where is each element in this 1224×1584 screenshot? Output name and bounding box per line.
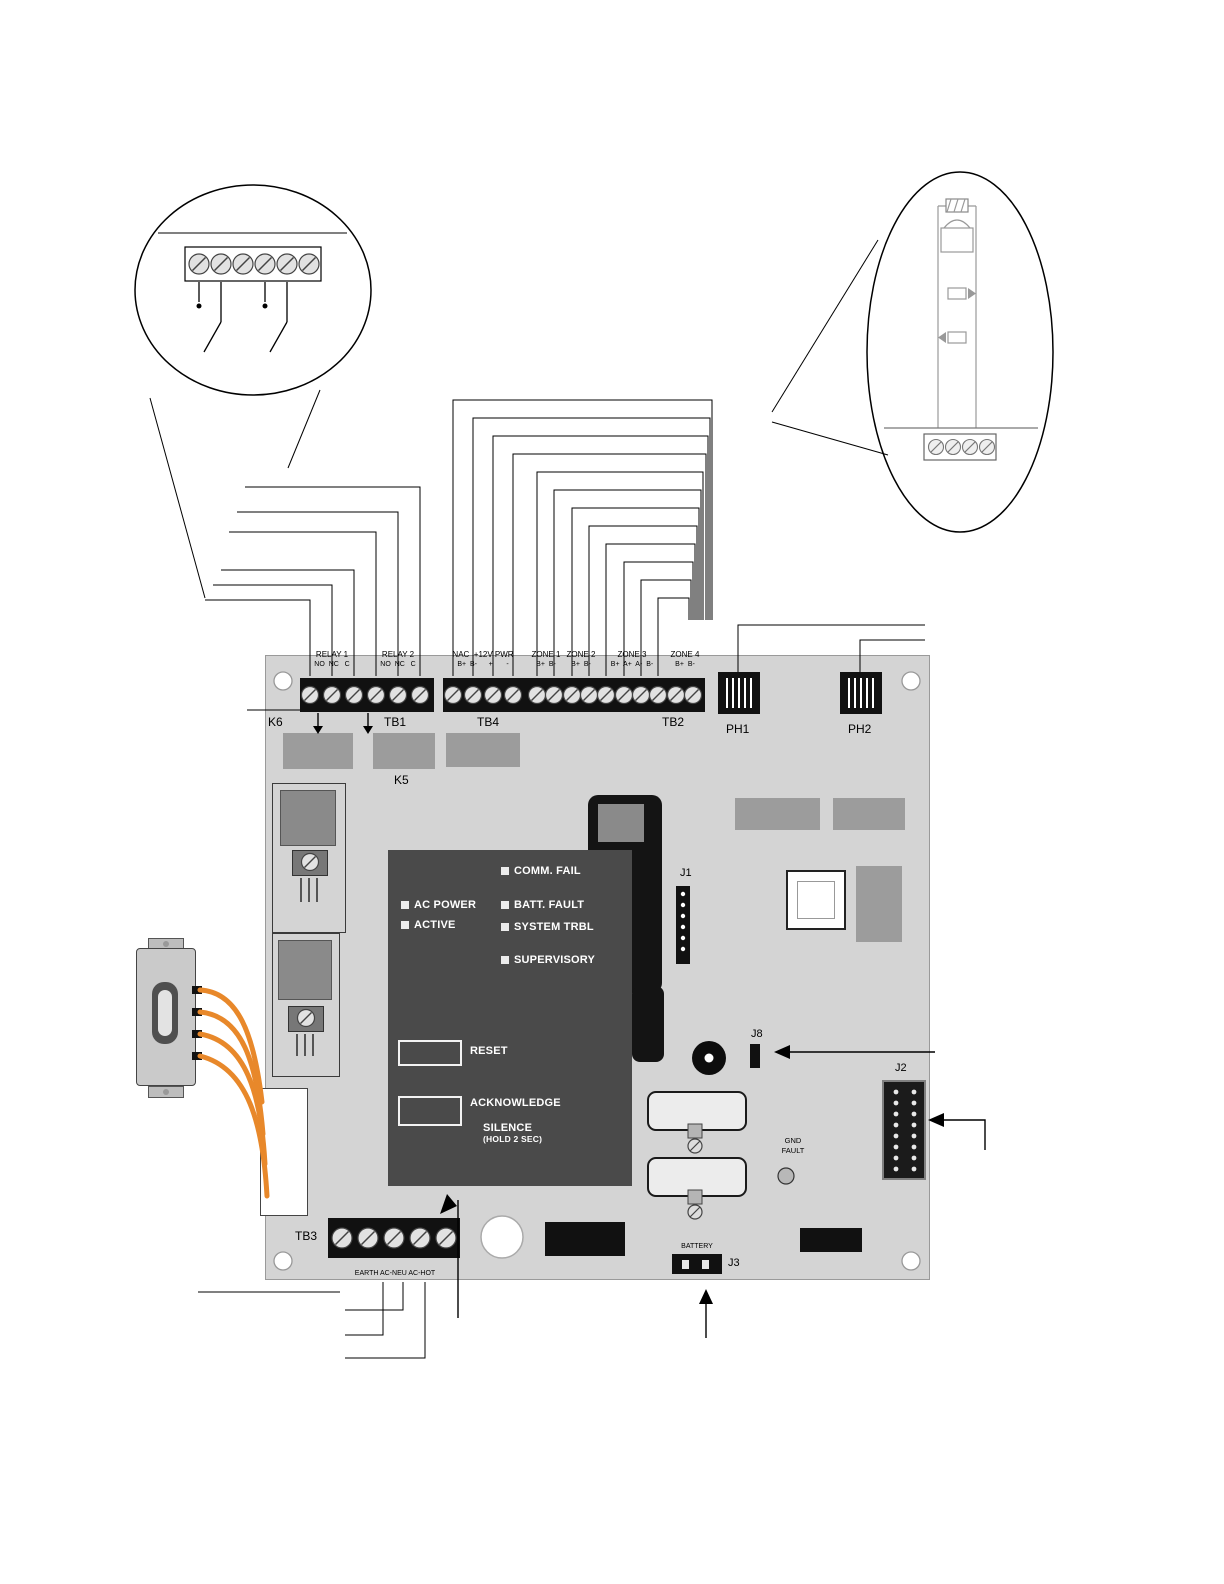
- processor-ic-window: [598, 804, 644, 842]
- zone3-pins: B+ A+ A- B-: [610, 661, 654, 668]
- battery-pin: [682, 1260, 689, 1269]
- label-tb2: TB2: [662, 715, 685, 729]
- label-tb3: TB3: [295, 1229, 318, 1243]
- label-silence-note: (HOLD 2 SEC): [483, 1134, 543, 1144]
- phone-jack-ph1: [718, 672, 760, 714]
- transformer-wires: [197, 987, 270, 1199]
- label-ac-power: AC POWER: [414, 899, 477, 911]
- transformer-pin: [192, 1052, 202, 1060]
- zone1-pins: B+ B-: [536, 661, 556, 668]
- batt-fault-led: [501, 901, 509, 909]
- annunciator-panel: [388, 850, 632, 1186]
- label-fault: FAULT: [781, 1146, 805, 1155]
- zone4-pins: B+ B-: [675, 661, 695, 668]
- label-tb4: TB4: [477, 715, 500, 729]
- label-ph1: PH1: [726, 722, 750, 736]
- power-section-outline-1: [272, 783, 346, 933]
- phone-jack-contacts: [848, 678, 874, 708]
- j1-header: [676, 886, 690, 964]
- regulator-legs-2: [296, 1034, 318, 1056]
- label-batt-fault: BATT. FAULT: [514, 899, 585, 911]
- nac-title: NAC +12V PWR: [452, 650, 514, 659]
- system-trbl-led: [501, 923, 509, 931]
- component-rect-3: [856, 866, 902, 942]
- ac-power-led: [401, 901, 409, 909]
- eol-device-schematic: [884, 198, 1038, 461]
- label-j8: J8: [751, 1028, 763, 1040]
- label-k5: K5: [394, 773, 409, 787]
- power-connector: [260, 1088, 308, 1216]
- j8-jumper: [750, 1044, 760, 1068]
- voltage-regulator-2: [288, 1006, 324, 1032]
- zone2-title: ZONE 2: [566, 650, 596, 659]
- terminal-block-tb2: [527, 678, 705, 712]
- battery-connector-j3: [672, 1254, 722, 1274]
- transformer-pin: [192, 1030, 202, 1038]
- label-gnd: GND: [784, 1136, 802, 1145]
- relay-k6: [283, 733, 353, 769]
- j2-header: [882, 1080, 926, 1180]
- transformer-slot-inner: [158, 990, 172, 1036]
- label-tb3-pins: EARTH AC-NEU AC-HOT: [354, 1270, 436, 1277]
- phone-jack-contacts: [726, 678, 752, 708]
- active-led: [401, 921, 409, 929]
- acknowledge-silence-button: [398, 1096, 462, 1126]
- ic-component: [632, 986, 664, 1062]
- label-system-trbl: SYSTEM TRBL: [514, 921, 594, 933]
- comm-fail-led: [501, 867, 509, 875]
- relay-socket: [786, 870, 846, 930]
- voltage-regulator-1: [292, 850, 328, 876]
- relay2-pins: NO NC C: [380, 661, 416, 668]
- label-active: ACTIVE: [414, 919, 456, 931]
- relay1-pins: NO NC C: [314, 661, 350, 668]
- relay1-title: RELAY 1: [315, 650, 349, 659]
- label-j3: J3: [728, 1257, 740, 1269]
- reset-button: [398, 1040, 462, 1066]
- terminal-block-tb4: [443, 678, 527, 712]
- battery-pin: [702, 1260, 709, 1269]
- label-j1: J1: [680, 867, 692, 879]
- label-acknowledge: ACKNOWLEDGE: [470, 1097, 561, 1109]
- relay-detail-callout: [134, 184, 372, 599]
- zone4-title: ZONE 4: [670, 650, 700, 659]
- ac-input-wires: [198, 1282, 426, 1359]
- eol-detail-callout: [771, 171, 1054, 533]
- zone3-title: ZONE 3: [617, 650, 647, 659]
- zone1-title: ZONE 1: [531, 650, 561, 659]
- label-silence-text: SILENCE: [483, 1122, 533, 1134]
- heatsink-2: [278, 940, 332, 1000]
- component-rect-2: [833, 798, 905, 830]
- heatsink-1: [280, 790, 336, 846]
- label-supervisory: SUPERVISORY: [514, 954, 596, 966]
- label-ph2: PH2: [848, 722, 872, 736]
- nac-pins: B+ B- + -: [457, 661, 509, 668]
- component-black-1: [545, 1222, 625, 1256]
- transformer-tab-bottom: [148, 1086, 184, 1098]
- zone2-pins: B+ B-: [571, 661, 591, 668]
- label-silence: SILENCE (HOLD 2 SEC): [470, 1112, 542, 1156]
- component-black-2: [800, 1228, 862, 1252]
- regulator-legs-1: [300, 878, 322, 902]
- transformer-pin: [192, 986, 202, 994]
- relay-socket-inner: [797, 881, 835, 919]
- phone-jack-ph2: [840, 672, 882, 714]
- label-reset: RESET: [470, 1045, 508, 1057]
- zone-field-wires: [452, 399, 713, 676]
- label-comm-fail: COMM. FAIL: [514, 865, 581, 877]
- relay-k5: [373, 733, 435, 769]
- relay-component: [446, 733, 520, 767]
- terminal-block-tb3: [328, 1218, 460, 1258]
- terminal-block-tb1: [300, 678, 434, 712]
- label-j2: J2: [895, 1062, 907, 1074]
- label-tb1: TB1: [384, 715, 407, 729]
- label-k6: K6: [268, 715, 283, 729]
- relay2-title: RELAY 2: [381, 650, 415, 659]
- component-rect-1: [735, 798, 820, 830]
- supervisory-led: [501, 956, 509, 964]
- transformer-pin: [192, 1008, 202, 1016]
- relay-contact-schematic: [196, 282, 288, 353]
- power-section-outline-2: [272, 933, 340, 1077]
- label-battery: BATTERY: [681, 1243, 713, 1250]
